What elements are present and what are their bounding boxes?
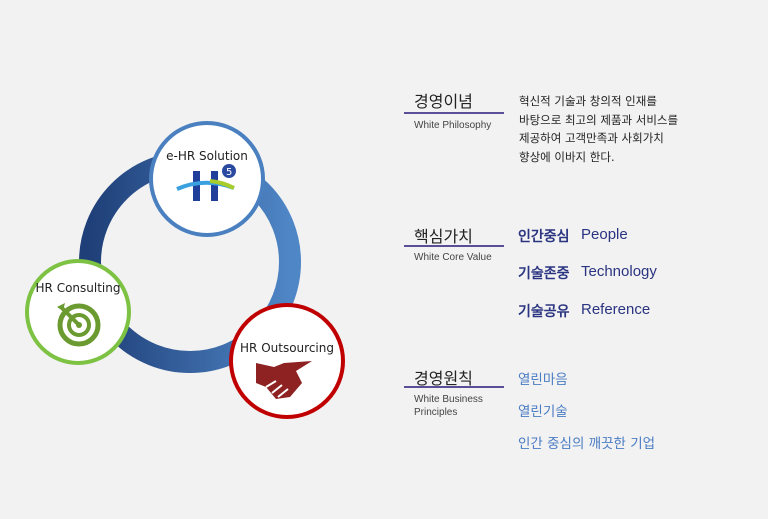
principle-item: 열린마음: [518, 372, 568, 388]
principle-item: 열린기술: [518, 404, 568, 420]
value-en: Technology: [581, 263, 657, 280]
philosophy-line: 혁신적 기술과 창의적 인재를: [519, 94, 657, 108]
philosophy-line: 바탕으로 최고의 제품과 서비스를: [519, 112, 679, 127]
principles-title: 경영원칙: [414, 369, 473, 388]
value-ko: 인간중심: [518, 229, 570, 245]
divider: [404, 386, 504, 388]
value-en: People: [581, 226, 628, 243]
core-value-item: 기술존중 Technology: [518, 263, 657, 283]
philosophy-line: 제공하여 고객만족과 사회가치: [519, 131, 664, 145]
subtitle-line: White Business: [414, 394, 483, 405]
core-value-item: 인간중심 People: [518, 226, 628, 246]
node-label: e-HR Solution: [166, 149, 248, 163]
value-en: Reference: [581, 301, 651, 318]
hs-logo-icon: 5: [176, 164, 236, 201]
node-e-hr-solution: e-HR Solution 5: [149, 121, 265, 237]
core-value-title: 핵심가치: [414, 227, 473, 246]
svg-text:5: 5: [226, 167, 232, 178]
cycle-ring: [79, 151, 301, 373]
node-hr-consulting: HR Consulting: [25, 259, 131, 365]
divider: [404, 245, 504, 247]
value-ko: 기술공유: [518, 304, 570, 320]
philosophy-line: 향상에 이바지 한다.: [519, 149, 615, 164]
handshake-icon: [256, 361, 312, 399]
divider: [404, 112, 504, 114]
philosophy-text: 혁신적 기술과 창의적 인재를 바탕으로 최고의 제품과 서비스를 제공하여 고…: [519, 92, 678, 166]
value-ko: 기술존중: [518, 266, 570, 282]
node-label: HR Outsourcing: [240, 341, 334, 355]
node-hr-outsourcing: HR Outsourcing: [229, 303, 345, 419]
principle-item: 인간 중심의 깨끗한 기업: [518, 436, 656, 452]
target-icon: [57, 303, 101, 347]
core-value-subtitle: White Core Value: [414, 252, 492, 263]
core-value-item: 기술공유 Reference: [518, 301, 650, 321]
philosophy-title: 경영이념: [414, 92, 473, 111]
subtitle-line: Principles: [414, 407, 458, 418]
philosophy-subtitle: White Philosophy: [414, 120, 492, 131]
node-label: HR Consulting: [35, 281, 121, 295]
